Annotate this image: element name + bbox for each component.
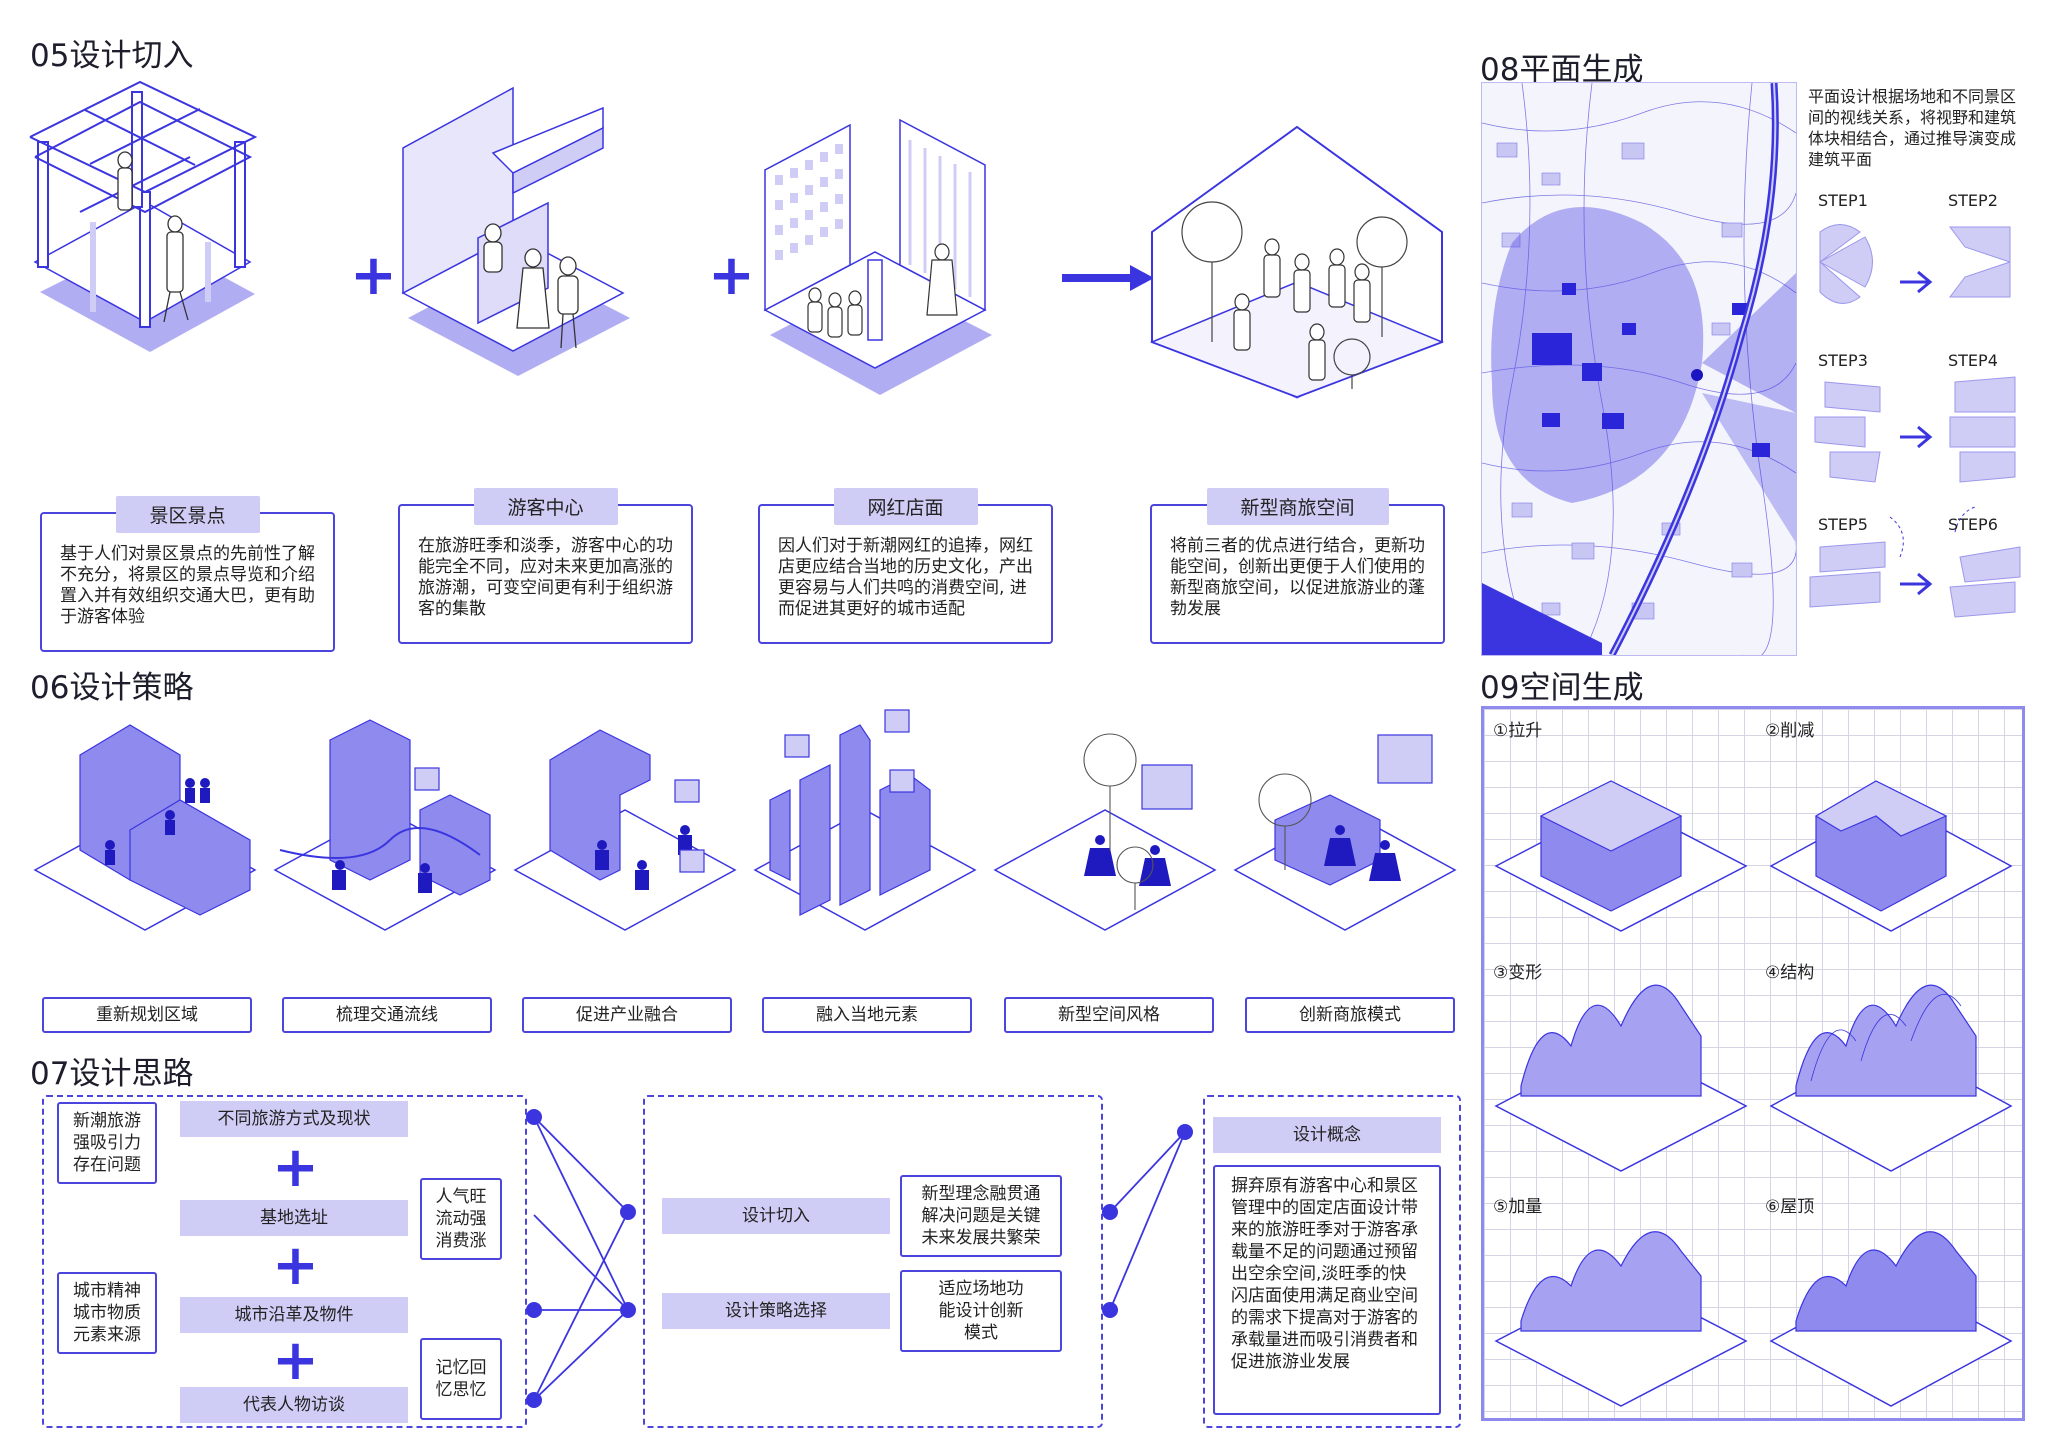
note-memory: 记忆回忆思忆 [420, 1338, 502, 1420]
cell-label: ⑥屋顶 [1765, 1197, 1815, 1217]
card-new-commercial-space: 新型商旅空间 将前三者的优点进行结合，更新功能空间，创新出更便于人们使用的新型商… [1150, 488, 1445, 644]
card-text: 在旅游旺季和淡季，游客中心的功能完全不同，应对未来更加高涨的旅游潮，可变空间更有… [418, 536, 673, 619]
cell-label: ③变形 [1493, 963, 1543, 983]
card-tag: 网红店面 [833, 488, 978, 525]
section-07-title: 07设计思路 [30, 1056, 194, 1092]
bar-interviews: 代表人物访谈 [180, 1387, 408, 1423]
space-generation-models [1494, 780, 2013, 1407]
card-text: 将前三者的优点进行结合，更新功能空间，创新出更便于人们使用的新型商旅空间，以促进… [1170, 536, 1425, 619]
thinking-middle-group [643, 1095, 1103, 1428]
bar-site-selection: 基地选址 [180, 1200, 408, 1236]
thinking-concept-group [1203, 1095, 1461, 1428]
card-text: 因人们对于新潮网红的追捧，网红店更应结合当地的历史文化，产出更容易与人们共鸣的消… [778, 536, 1033, 619]
cell-label: ②削减 [1765, 721, 1815, 741]
note-new-concept: 新型理念融贯通解决问题是关键未来发展共繁荣 [900, 1175, 1062, 1257]
card-visitor-center: 游客中心 在旅游旺季和淡季，游客中心的功能完全不同，应对未来更加高涨的旅游潮，可… [398, 488, 693, 644]
card-scenic-spot: 景区景点 基于人们对景区景点的先前性了解不充分，将景区的景点导览和介绍置入并有效… [40, 496, 335, 652]
step-label: STEP6 [1948, 515, 1998, 534]
card-tag: 景区景点 [115, 496, 260, 533]
card-text: 基于人们对景区景点的先前性了解不充分，将景区的景点导览和介绍置入并有效组织交通大… [60, 544, 315, 627]
step-label: STEP4 [1948, 351, 1998, 370]
step-label: STEP1 [1818, 191, 1868, 210]
bar-strategy-choice: 设计策略选择 [662, 1293, 890, 1329]
cell-label: ④结构 [1765, 963, 1815, 983]
plus-icon: + [272, 1328, 319, 1393]
strategy-label: 创新商旅模式 [1245, 997, 1455, 1033]
section-09-title: 09空间生成 [1480, 670, 1644, 706]
strategy-label: 融入当地元素 [762, 997, 972, 1033]
plan-steps-diagram [1809, 224, 2021, 618]
scenic-spot-illustration [29, 80, 258, 352]
concept-text: 摒弃原有游客中心和景区管理中的固定店面设计带来的旅游旺季对于游客承载量不足的问题… [1231, 1176, 1418, 1372]
influencer-store-illustration [763, 118, 992, 395]
step-label: STEP2 [1948, 191, 1998, 210]
plus-icon: + [350, 243, 397, 308]
section-06-title: 06设计策略 [30, 670, 194, 706]
strategy-label: 重新规划区域 [42, 997, 252, 1033]
note-city-spirit: 城市精神城市物质元素来源 [57, 1272, 157, 1354]
site-map [1481, 82, 1797, 656]
cell-label: ①拉升 [1493, 721, 1543, 741]
note-site-adapt: 适应场地功能设计创新模式 [900, 1270, 1062, 1352]
strategy-label: 新型空间风格 [1004, 997, 1214, 1033]
plan-description: 平面设计根据场地和不同景区间的视线关系，将视野和建筑体块相结合，通过推导演变成建… [1808, 87, 2017, 169]
note-trend: 新潮旅游强吸引力存在问题 [57, 1102, 157, 1184]
section-05-title: 05设计切入 [30, 38, 194, 74]
thinking-input-group [42, 1095, 527, 1428]
plus-icon: + [708, 243, 755, 308]
note-popularity: 人气旺流动强消费涨 [420, 1178, 502, 1260]
card-tag: 游客中心 [473, 488, 618, 525]
arrow-right-icon [1062, 265, 1154, 291]
step-label: STEP5 [1818, 515, 1868, 534]
bar-design-entry: 设计切入 [662, 1198, 890, 1234]
visitor-center-illustration [401, 86, 630, 376]
new-commercial-space-illustration [1149, 125, 1445, 399]
strategy-illustrations [33, 709, 1457, 931]
strategy-label: 梳理交通流线 [282, 997, 492, 1033]
bar-city-history: 城市沿革及物件 [180, 1297, 408, 1333]
plus-icon: + [272, 1233, 319, 1298]
step-label: STEP3 [1818, 351, 1868, 370]
concept-text-box: 摒弃原有游客中心和景区管理中的固定店面设计带来的旅游旺季对于游客承载量不足的问题… [1213, 1165, 1441, 1415]
bar-design-concept: 设计概念 [1213, 1117, 1441, 1153]
card-influencer-store: 网红店面 因人们对于新潮网红的追捧，网红店更应结合当地的历史文化，产出更容易与人… [758, 488, 1053, 644]
bar-travel-modes: 不同旅游方式及现状 [180, 1101, 408, 1137]
plus-icon: + [272, 1135, 319, 1200]
cell-label: ⑤加量 [1493, 1197, 1543, 1217]
strategy-label: 促进产业融合 [522, 997, 732, 1033]
card-tag: 新型商旅空间 [1206, 488, 1389, 525]
